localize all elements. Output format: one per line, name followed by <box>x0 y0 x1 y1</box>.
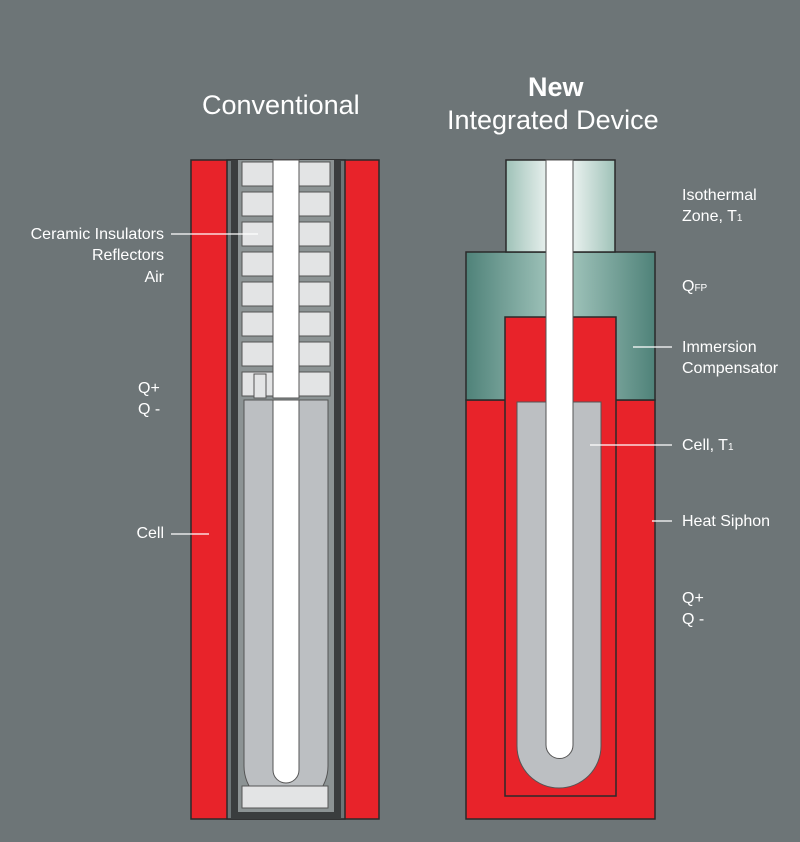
label-qfp: QFP <box>682 276 707 299</box>
label-q-plus-left: Q+ <box>138 380 160 397</box>
label-heat-siphon: Heat Siphon <box>682 513 771 530</box>
label-isothermal-line2: Zone, T1 <box>682 206 742 229</box>
conventional-thermometer-well <box>272 399 300 784</box>
cell-subscript: 1 <box>727 442 734 453</box>
leader-lines <box>171 233 672 535</box>
label-q-plus-right: Q+ <box>682 590 704 607</box>
qfp-subscript: FP <box>694 283 708 294</box>
label-isothermal-line1: Isothermal <box>682 187 757 204</box>
title-integrated-device: Integrated Device <box>447 105 659 135</box>
conventional-apparatus <box>190 159 380 820</box>
label-q-minus-left: Q - <box>138 401 161 418</box>
conventional-wall-bottom <box>231 812 341 819</box>
isothermal-subscript: 1 <box>736 213 743 224</box>
label-air: Air <box>144 269 164 286</box>
label-cell-left: Cell <box>136 525 164 542</box>
conventional-wall-left <box>231 160 238 819</box>
label-reflectors: Reflectors <box>91 247 164 264</box>
title-new: New <box>528 72 584 102</box>
conventional-wall-right <box>334 160 341 819</box>
label-immersion-line2: Compensator <box>682 360 779 377</box>
label-q-minus-right: Q - <box>682 611 705 628</box>
integrated-thermometer-well <box>545 159 574 759</box>
label-cell-right: Cell, T1 <box>682 435 734 458</box>
integrated-device <box>465 159 656 820</box>
label-ceramic-insulators: Ceramic Insulators <box>30 226 164 243</box>
qfp-q: Q <box>682 278 695 295</box>
thermometer-stem-top <box>272 159 300 399</box>
cell-t-text: Cell, T <box>682 437 728 454</box>
reflector-tab <box>253 373 267 399</box>
conventional-bottom-block <box>241 785 329 809</box>
ceramic-insulator-stack <box>241 159 331 399</box>
isothermal-zone-text: Zone, T <box>682 208 737 225</box>
label-immersion-line1: Immersion <box>682 339 757 356</box>
title-conventional: Conventional <box>202 90 360 120</box>
